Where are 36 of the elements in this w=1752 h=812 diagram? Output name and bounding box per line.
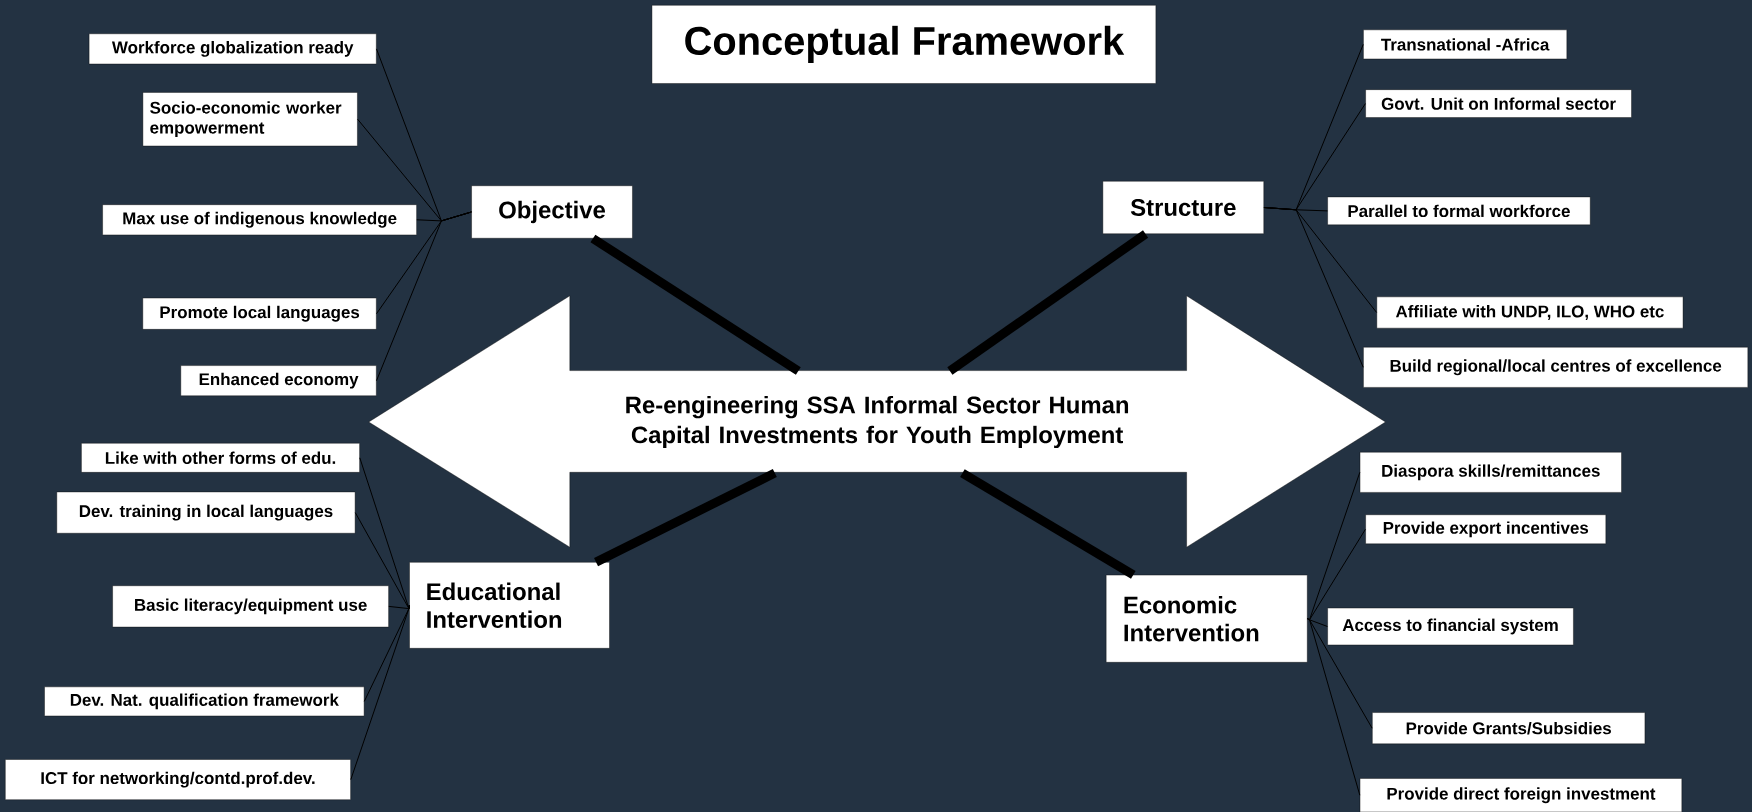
item-box: ICT for networking/contd.prof.dev. [5,759,351,800]
category-box: Structure [1102,181,1264,234]
connector-line [1306,618,1361,796]
item-box: Govt. Unit on Informal sector [1365,89,1632,118]
item-box: Dev. training in local languages [56,491,356,534]
connector-line [354,512,410,610]
item-box: Affiliate with UNDP, ILO, WHO etc [1376,296,1684,329]
item-box: Access to financial system [1327,607,1574,646]
item-box: Max use of indigenous knowledge [102,204,417,236]
item-box: Workforce globalization ready [88,33,377,65]
connector-line [1306,471,1361,621]
title-box: Conceptual Framework [651,5,1157,84]
connector-bar [947,230,1149,375]
item-box: Promote local languages [142,297,377,330]
item-box: Dev. Nat. qualification framework [44,686,365,717]
item-box: Transnational -Africa [1363,29,1567,60]
item-box: Provide Grants/Subsidies [1372,712,1646,745]
connector-bar [960,469,1136,579]
category-box: Educational Intervention [409,562,610,649]
connector-bar [594,469,777,567]
connector-bar [590,234,801,375]
connector-line [376,211,472,382]
item-box: Socio-economic worker empowerment [142,92,358,147]
item-box: Enhanced economy [180,365,377,396]
item-box: Parallel to formal workforce [1327,196,1591,226]
item-box: Like with other forms of edu. [81,443,360,473]
item-box: Basic literacy/equipment use [112,585,389,628]
connector-line [350,604,410,781]
item-box: Diaspora skills/remittances [1359,452,1622,493]
category-box: Objective [471,185,633,239]
item-box: Provide direct foreign investment [1359,778,1682,812]
connector-line [1263,207,1364,368]
item-box: Build regional/local centres of excellence [1363,347,1748,388]
category-box: Economic Intervention [1105,574,1308,663]
item-box: Provide export incentives [1365,514,1606,545]
connector-line [388,604,410,610]
